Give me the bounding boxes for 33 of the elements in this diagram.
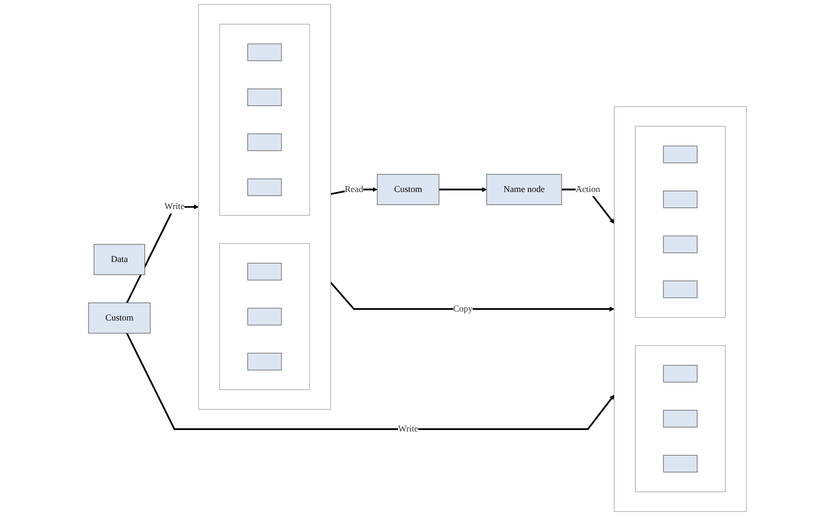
cluster <box>614 106 747 512</box>
node-box: Name node <box>486 174 562 205</box>
arrow <box>126 332 614 430</box>
node-box: Data <box>94 244 146 275</box>
cluster <box>635 345 726 492</box>
arrow <box>439 187 487 192</box>
cluster <box>635 126 726 318</box>
node-box <box>247 262 282 280</box>
node-box <box>247 134 282 151</box>
node-box <box>663 146 698 164</box>
arrow <box>126 204 199 304</box>
node-box <box>247 88 282 106</box>
node-box <box>247 352 282 370</box>
node-box <box>663 190 698 208</box>
node-box <box>663 364 698 382</box>
edge-label: Copy <box>453 304 473 314</box>
node-box: Custom <box>377 174 440 205</box>
node-box: Custom <box>88 302 151 334</box>
node-box <box>663 454 698 472</box>
edge-label: Write <box>164 202 184 212</box>
node-box <box>663 410 698 428</box>
edge-label: Action <box>576 184 600 194</box>
cluster <box>219 24 310 216</box>
cluster <box>219 243 310 390</box>
edge-label: Write <box>398 424 418 434</box>
node-box <box>663 280 698 298</box>
node-box <box>247 44 282 62</box>
node-box <box>247 178 282 196</box>
edge-label: Read <box>344 184 364 194</box>
cluster <box>198 4 331 410</box>
arrow <box>330 282 614 312</box>
node-box <box>247 308 282 326</box>
node-box <box>663 236 698 254</box>
